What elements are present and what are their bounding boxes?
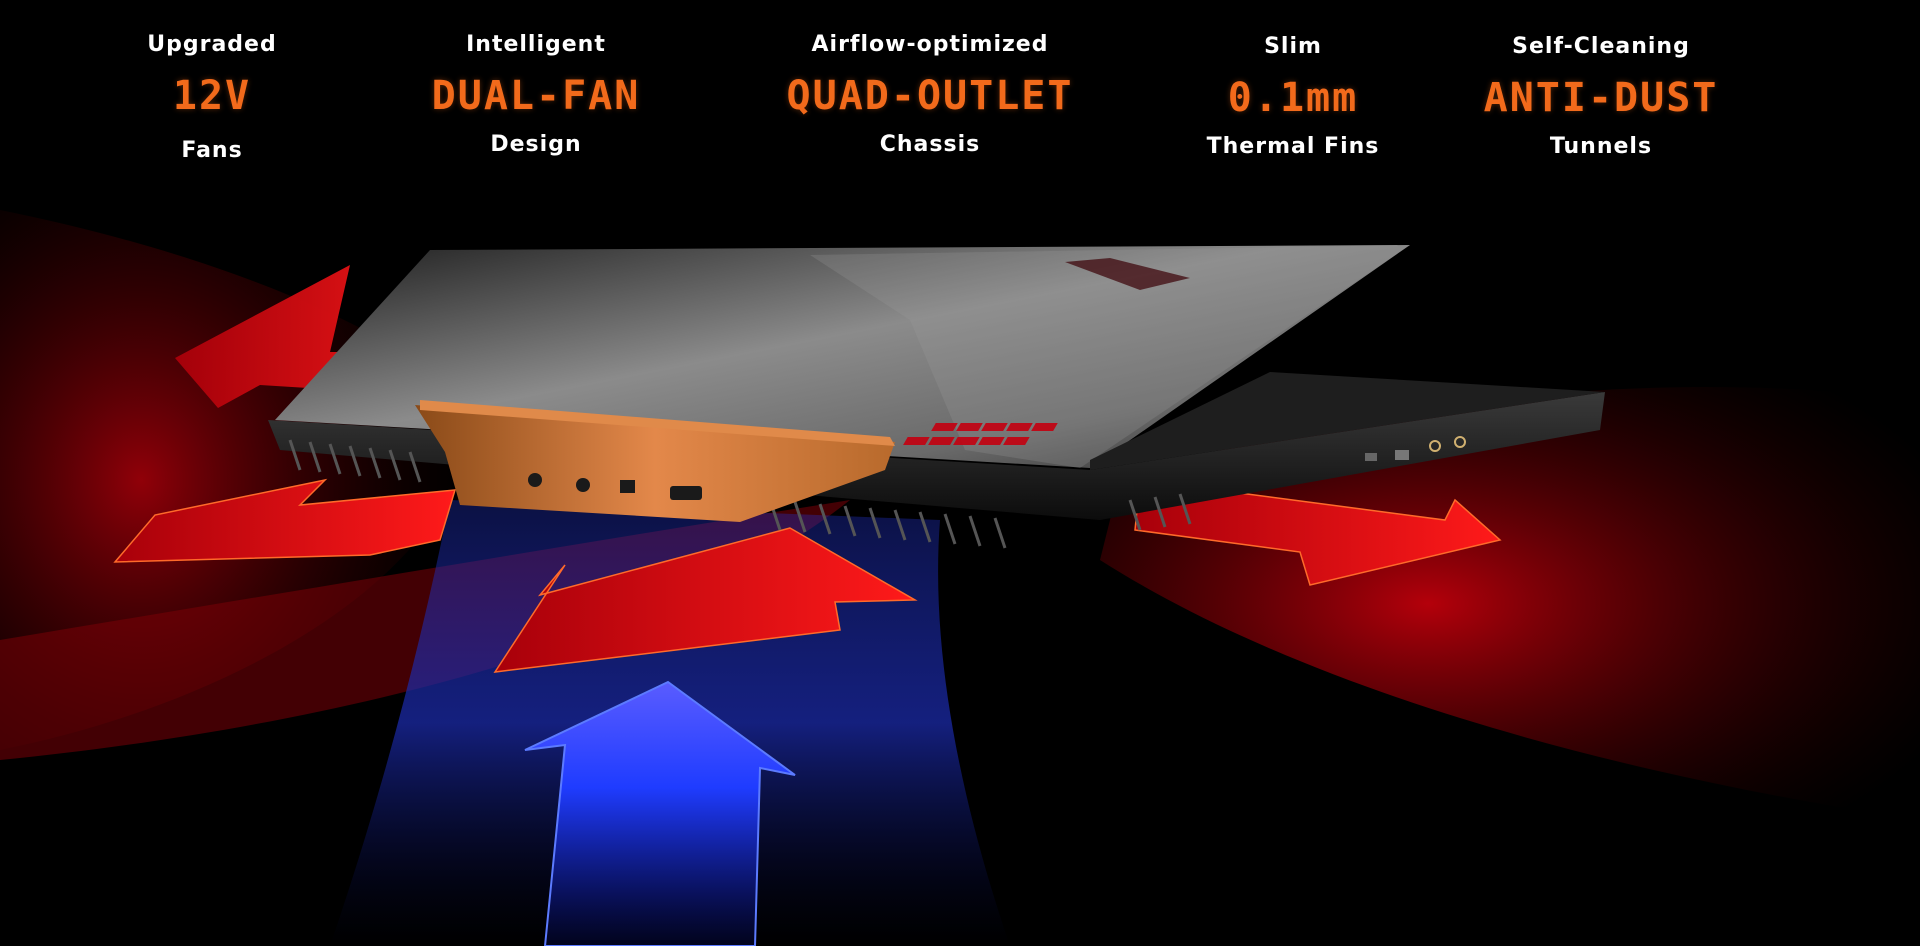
feature-dual-fan: Intelligent DUAL-FAN Design <box>356 30 716 160</box>
rear-vents <box>288 439 1192 549</box>
feature-highlight: DUAL-FAN <box>431 73 641 119</box>
feature-anti-dust: Self-Cleaning ANTI-DUST Tunnels <box>1421 32 1781 162</box>
feature-quad-outlet: Airflow-optimized QUAD-OUTLET Chassis <box>750 30 1110 160</box>
feature-suffix: Design <box>490 132 582 157</box>
feature-suffix: Thermal Fins <box>1206 134 1380 159</box>
feature-prefix: Upgraded <box>147 32 277 57</box>
rear-ports <box>528 473 702 500</box>
feature-12v-fans: Upgraded 12V Fans <box>32 30 392 166</box>
feature-suffix: Fans <box>181 138 243 163</box>
feature-thermal-fins: Slim 0.1mm Thermal Fins <box>1113 32 1473 162</box>
side-ports <box>1365 436 1466 461</box>
keyboard-backlight <box>903 423 1058 445</box>
feature-prefix: Slim <box>1264 34 1322 59</box>
feature-highlight: 0.1mm <box>1227 75 1359 121</box>
feature-prefix: Self-Cleaning <box>1512 34 1690 59</box>
feature-suffix: Chassis <box>879 132 981 157</box>
feature-suffix: Tunnels <box>1549 134 1653 159</box>
feature-highlight: ANTI-DUST <box>1483 75 1719 121</box>
feature-highlight: 12V <box>172 73 252 119</box>
feature-prefix: Intelligent <box>466 32 606 57</box>
feature-prefix: Airflow-optimized <box>811 32 1049 57</box>
feature-highlight: QUAD-OUTLET <box>786 73 1074 119</box>
